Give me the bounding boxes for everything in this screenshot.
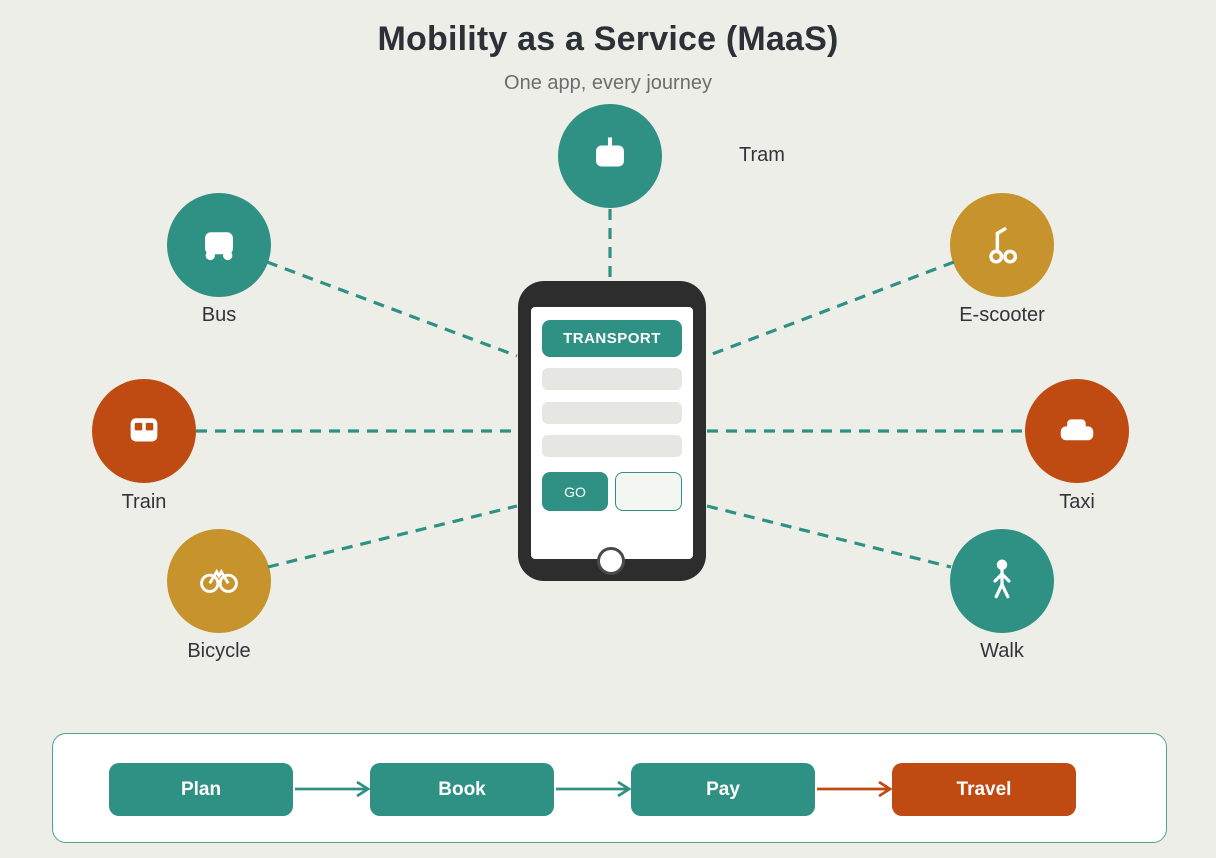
walk-icon: [993, 559, 1011, 599]
input-placeholder-bar[interactable]: [542, 368, 682, 390]
train-circle: [92, 379, 196, 483]
connector-escooter: [706, 260, 955, 358]
taxi-icon: [1060, 419, 1094, 441]
home-button[interactable]: [597, 547, 625, 575]
bus-icon: [205, 232, 233, 261]
connector-bicycle: [267, 504, 518, 569]
flow-step-travel[interactable]: Travel: [892, 763, 1076, 816]
mode-label-escooter: E-scooter: [959, 304, 1045, 326]
taxi-circle: [1025, 379, 1129, 483]
mode-label-train: Train: [121, 491, 167, 513]
train-icon: [130, 418, 158, 442]
escooter-circle: [950, 193, 1054, 297]
mode-label-bicycle: Bicycle: [187, 640, 251, 662]
tram-circle: [558, 104, 662, 208]
flow-arrow-book-pay: [556, 780, 632, 798]
tram-icon: [596, 137, 624, 167]
page-subtitle: One app, every journey: [504, 72, 712, 94]
input-placeholder-bar[interactable]: [542, 402, 682, 424]
flow-step-plan[interactable]: Plan: [109, 763, 293, 816]
flow-step-book[interactable]: Book: [370, 763, 554, 816]
flow-step-pay[interactable]: Pay: [631, 763, 815, 816]
connector-walk: [706, 504, 952, 569]
mode-label-walk: Walk: [980, 640, 1024, 662]
phone-screen: TRANSPORT GO: [531, 307, 693, 559]
escooter-icon: [989, 226, 1018, 264]
flow-arrow-plan-book: [295, 780, 371, 798]
journey-flow-bar: Plan Book Pay Travel: [52, 733, 1167, 843]
mode-label-tram: Tram: [739, 144, 785, 166]
flow-arrow-pay-travel: [817, 780, 893, 798]
bicycle-icon: [200, 568, 238, 593]
app-header: TRANSPORT: [542, 320, 682, 357]
phone: TRANSPORT GO: [518, 281, 706, 581]
mode-label-bus: Bus: [201, 304, 237, 326]
mode-label-taxi: Taxi: [1059, 491, 1095, 513]
bicycle-circle: [167, 529, 271, 633]
go-button[interactable]: GO: [542, 472, 608, 511]
input-placeholder-bar[interactable]: [542, 435, 682, 457]
secondary-button[interactable]: [615, 472, 682, 511]
connector-bus: [266, 260, 518, 358]
bus-circle: [167, 193, 271, 297]
page-title: Mobility as a Service (MaaS): [377, 20, 839, 58]
walk-circle: [950, 529, 1054, 633]
